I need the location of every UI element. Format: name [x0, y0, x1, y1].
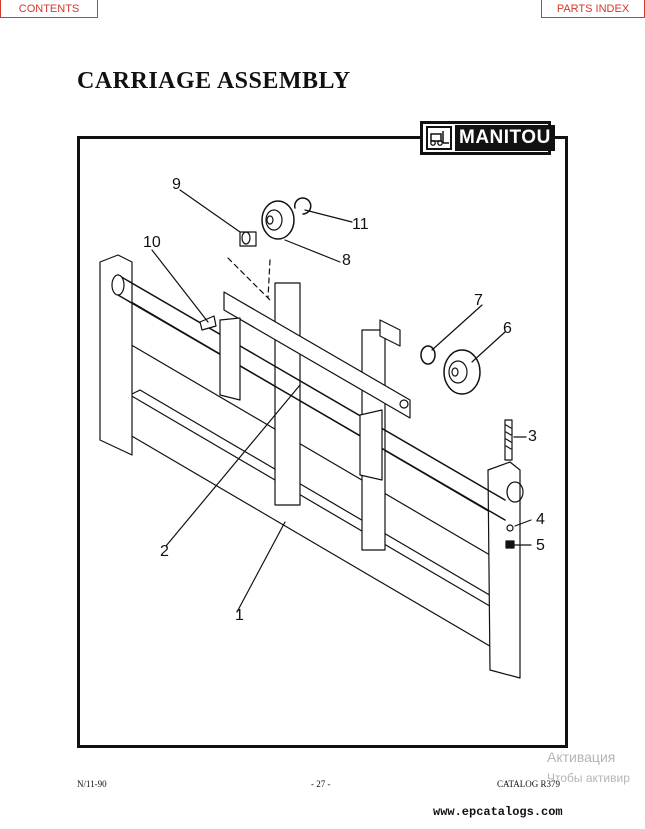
logo-text: MANITOU [455, 125, 555, 151]
callout-7: 7 [474, 292, 483, 309]
callout-6: 6 [503, 320, 512, 337]
footer-page-number: - 27 - [311, 779, 331, 789]
callout-3: 3 [528, 428, 537, 445]
callout-5: 5 [536, 537, 545, 554]
callout-9: 9 [172, 176, 181, 193]
callout-10: 10 [143, 234, 161, 251]
footer-date: N/11-90 [77, 779, 107, 789]
page-title: CARRIAGE ASSEMBLY [77, 68, 351, 94]
callout-4: 4 [536, 511, 545, 528]
callout-2: 2 [160, 543, 169, 560]
forklift-icon [426, 126, 452, 150]
activation-watermark-line2: Чтобы активир [547, 771, 630, 785]
callout-11: 11 [352, 216, 369, 233]
diagram-frame [77, 136, 568, 748]
manitou-logo: MANITOU [420, 121, 555, 155]
callout-8: 8 [342, 252, 351, 269]
carriage-diagram [99, 189, 532, 679]
activation-watermark-line1: Активация [547, 749, 616, 765]
callout-1: 1 [235, 607, 244, 624]
footer-catalog: CATALOG R379 [497, 779, 561, 789]
parts-index-button[interactable]: PARTS INDEX [541, 0, 645, 18]
website-url: www.epcatalogs.com [433, 805, 563, 819]
contents-button[interactable]: CONTENTS [0, 0, 98, 18]
